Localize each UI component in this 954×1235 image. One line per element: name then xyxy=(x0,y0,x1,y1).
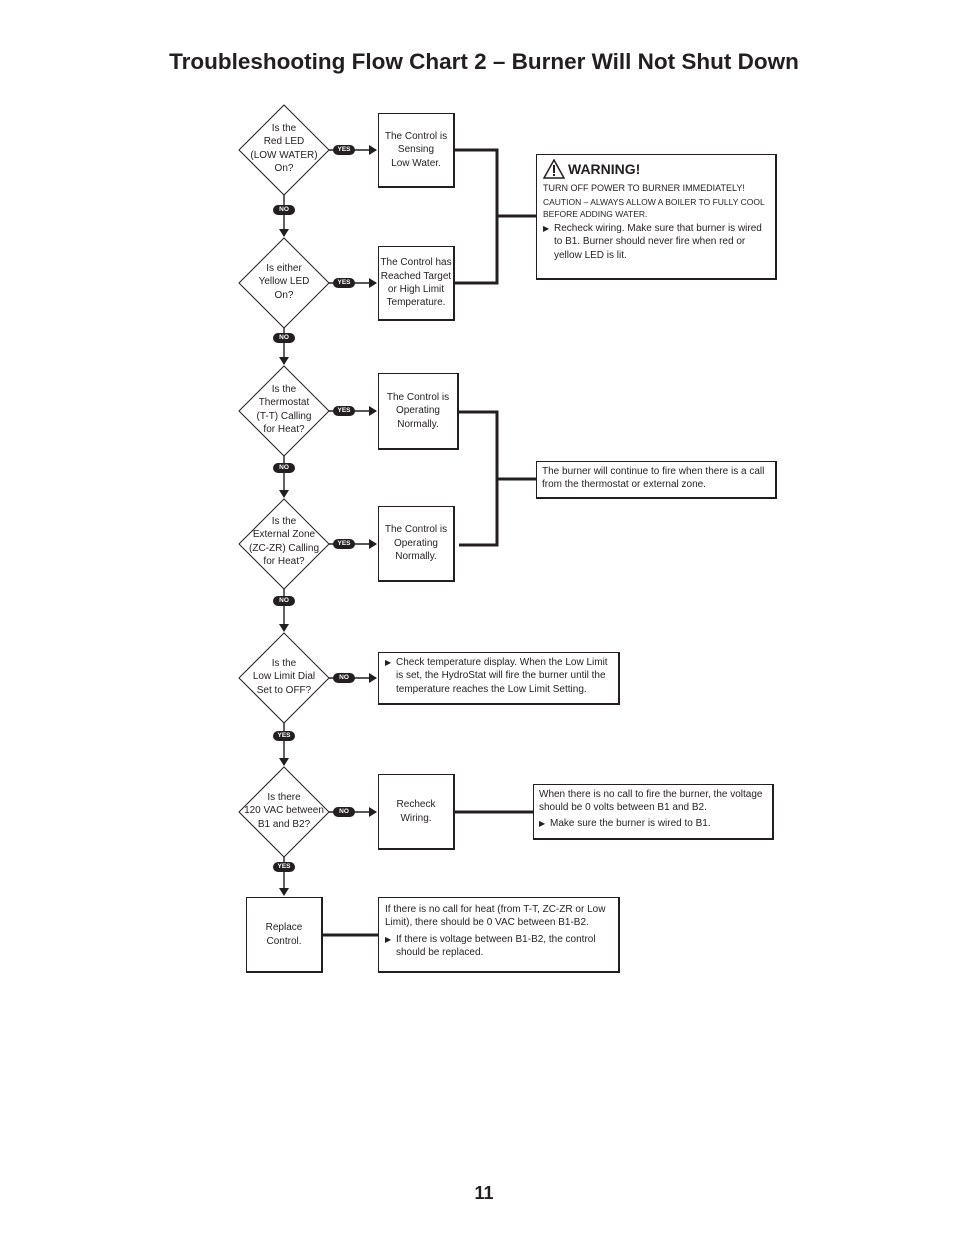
warning-heading: WARNING! xyxy=(568,161,641,177)
low-limit-bullet: Check temperature display. When the Low … xyxy=(396,657,608,695)
no-label: NO xyxy=(333,807,355,817)
yes-label: YES xyxy=(333,406,355,416)
result-thermostat-normal: The Control is Operating Normally. xyxy=(378,373,459,450)
replace-bullet: If there is voltage between B1-B2, the c… xyxy=(396,933,596,959)
no-label: NO xyxy=(273,596,295,606)
decision-external-zone: Is the External Zone (ZC-ZR) Calling for… xyxy=(249,516,319,568)
result-zone-normal: The Control is Operating Normally. xyxy=(378,506,455,582)
no-label: NO xyxy=(273,205,295,215)
result-replace-control: Replace Control. xyxy=(246,897,323,973)
yes-label: YES xyxy=(273,862,295,872)
note-low-limit: ▶ Check temperature display. When the Lo… xyxy=(378,652,620,705)
warning-box: WARNING! TURN OFF POWER TO BURNER IMMEDI… xyxy=(536,154,777,280)
result-recheck-wiring: Recheck Wiring. xyxy=(378,774,455,850)
bullet-arrow-icon: ▶ xyxy=(539,818,546,828)
result-low-water: The Control is Sensing Low Water. xyxy=(378,113,455,188)
warning-caution: CAUTION – ALWAYS ALLOW A BOILER TO FULLY… xyxy=(543,197,765,219)
decision-red-led: Is the Red LED (LOW WATER) On? xyxy=(250,123,318,175)
warning-triangle-icon xyxy=(543,159,565,179)
result-high-limit: The Control has Reached Target or High L… xyxy=(378,246,455,321)
no-label: NO xyxy=(273,463,295,473)
page-title: Troubleshooting Flow Chart 2 – Burner Wi… xyxy=(169,49,799,74)
note-voltage: When there is no call to fire the burner… xyxy=(533,784,774,840)
decision-120vac: Is there 120 VAC between B1 and B2? xyxy=(244,792,324,830)
no-label: NO xyxy=(273,333,295,343)
warning-bullet: Recheck wiring. Make sure that burner is… xyxy=(554,223,762,261)
no-label: NO xyxy=(333,673,355,683)
decision-low-limit: Is the Low Limit Dial Set to OFF? xyxy=(252,658,316,696)
yes-label: YES xyxy=(333,145,355,155)
page-number: 11 xyxy=(474,1183,494,1203)
decision-yellow-led: Is either Yellow LED On? xyxy=(258,263,310,301)
bullet-arrow-icon: ▶ xyxy=(385,658,392,667)
bullet-arrow-icon: ▶ xyxy=(385,934,392,944)
note-burner-continue: The burner will continue to fire when th… xyxy=(536,461,777,499)
note-replace: If there is no call for heat (from T-T, … xyxy=(378,897,620,973)
voltage-bullet: Make sure the burner is wired to B1. xyxy=(550,817,711,829)
decision-thermostat: Is the Thermostat (T-T) Calling for Heat… xyxy=(256,384,312,436)
yes-label: YES xyxy=(333,278,355,288)
yes-label: YES xyxy=(333,539,355,549)
warning-line1: TURN OFF POWER TO BURNER IMMEDIATELY! xyxy=(543,183,745,193)
voltage-text: When there is no call to fire the burner… xyxy=(539,789,763,814)
replace-text: If there is no call for heat (from T-T, … xyxy=(385,904,606,929)
yes-label: YES xyxy=(273,731,295,741)
bullet-arrow-icon: ▶ xyxy=(543,224,550,233)
